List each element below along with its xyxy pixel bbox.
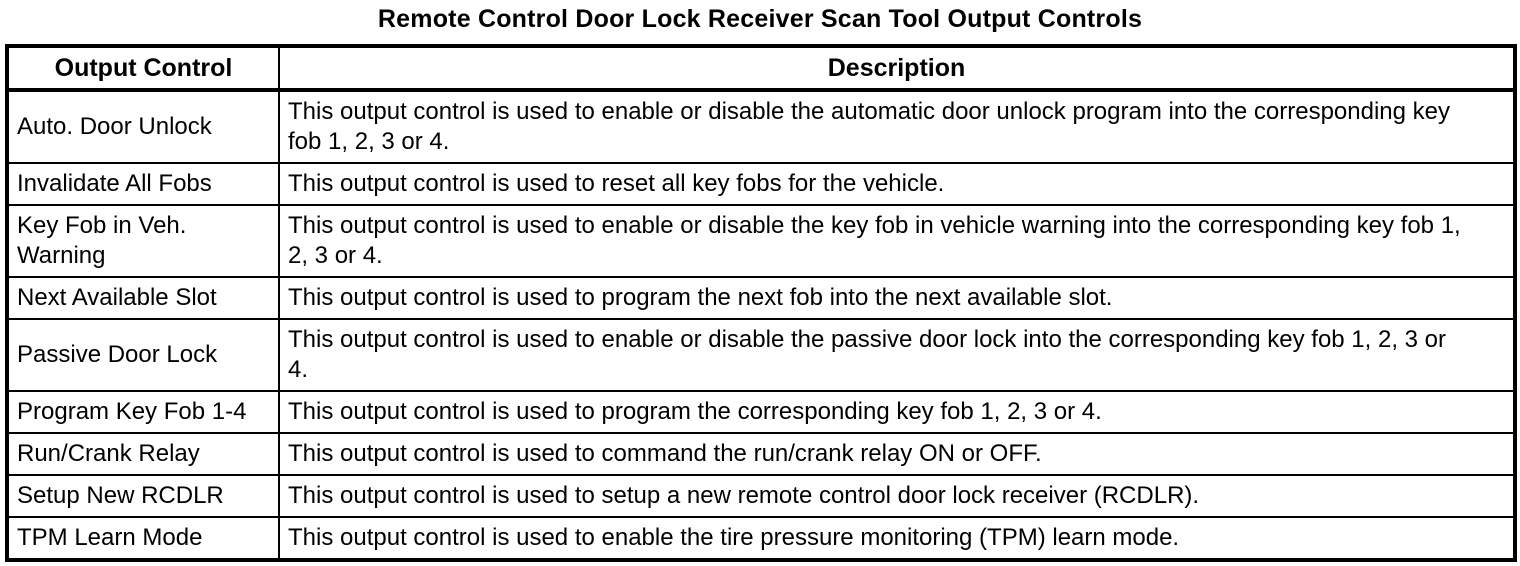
table-row: Invalidate All Fobs This output control …: [6, 162, 1516, 206]
description-cell: This output control is used to enable or…: [278, 318, 1516, 392]
table-row: Run/Crank Relay This output control is u…: [6, 432, 1516, 476]
table-row: Passive Door Lock This output control is…: [6, 318, 1516, 392]
table-row: Auto. Door Unlock This output control is…: [6, 89, 1516, 164]
output-control-cell: Key Fob in Veh. Warning: [6, 204, 280, 278]
page-title: Remote Control Door Lock Receiver Scan T…: [377, 5, 1143, 33]
description-cell: This output control is used to enable th…: [278, 516, 1516, 561]
table-body: Auto. Door Unlock This output control is…: [6, 89, 1516, 561]
output-control-cell: Program Key Fob 1-4: [6, 390, 280, 434]
page: Remote Control Door Lock Receiver Scan T…: [0, 3, 1520, 566]
output-control-cell: Run/Crank Relay: [6, 432, 280, 476]
description-cell: This output control is used to program t…: [278, 390, 1516, 434]
table-row: TPM Learn Mode This output control is us…: [6, 516, 1516, 561]
column-header-output-control: Output Control: [6, 45, 280, 92]
table-row: Next Available Slot This output control …: [6, 276, 1516, 320]
output-control-cell: Invalidate All Fobs: [6, 162, 280, 206]
output-control-cell: TPM Learn Mode: [6, 516, 280, 561]
description-cell: This output control is used to setup a n…: [278, 474, 1516, 518]
output-controls-table: Output Control Description Auto. Door Un…: [5, 44, 1517, 562]
description-cell: This output control is used to reset all…: [278, 162, 1516, 206]
description-cell: This output control is used to enable or…: [278, 204, 1516, 278]
table-header-row: Output Control Description: [6, 45, 1516, 92]
table-row: Setup New RCDLR This output control is u…: [6, 474, 1516, 518]
column-header-description: Description: [278, 45, 1516, 92]
output-control-cell: Next Available Slot: [6, 276, 280, 320]
table-row: Key Fob in Veh. Warning This output cont…: [6, 204, 1516, 278]
table-row: Program Key Fob 1-4 This output control …: [6, 390, 1516, 434]
output-control-cell: Setup New RCDLR: [6, 474, 280, 518]
description-cell: This output control is used to enable or…: [278, 89, 1516, 164]
description-cell: This output control is used to program t…: [278, 276, 1516, 320]
output-control-cell: Auto. Door Unlock: [6, 89, 280, 164]
output-control-cell: Passive Door Lock: [6, 318, 280, 392]
description-cell: This output control is used to command t…: [278, 432, 1516, 476]
